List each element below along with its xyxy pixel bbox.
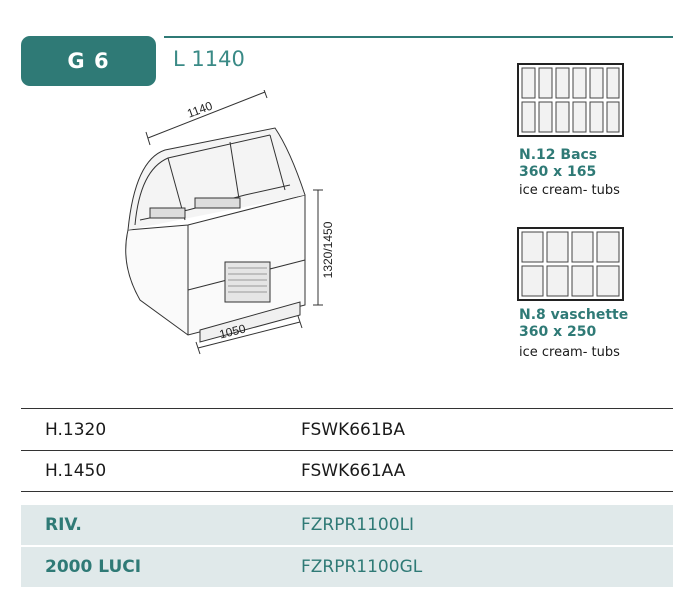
display-case-drawing: 1140 1050 1320/1450 <box>125 90 335 355</box>
option-code: FZRPR1100LI <box>301 515 415 535</box>
table-rule <box>21 450 673 451</box>
height-label: H.1320 <box>45 420 107 440</box>
tubs-12-icon <box>517 63 624 137</box>
tubs-8-icon <box>517 227 624 301</box>
tubs-8-title: N.8 vaschette <box>519 307 629 323</box>
width-dimension-line <box>147 91 266 139</box>
product-code: FSWK661BA <box>301 420 405 440</box>
table-rule <box>21 491 673 492</box>
length-label: L 1140 <box>173 47 245 71</box>
table-row: H.1450 FSWK661AA <box>21 451 673 491</box>
tubs-12-desc: ice cream- tubs <box>519 183 620 198</box>
model-label: G 6 <box>67 49 110 73</box>
table-row: H.1320 FSWK661BA <box>21 410 673 450</box>
option-row: 2000 LUCI FZRPR1100GL <box>21 547 673 587</box>
option-label: 2000 LUCI <box>45 557 142 577</box>
header-divider <box>164 36 673 38</box>
tubs-12-size: 360 x 165 <box>519 164 597 180</box>
tubs-12-title: N.12 Bacs <box>519 147 598 163</box>
model-badge: G 6 <box>21 36 156 86</box>
height-label: H.1450 <box>45 461 107 481</box>
depth-dimension-label: 1050 <box>218 321 248 341</box>
option-label: RIV. <box>45 515 82 535</box>
table-rule-top <box>21 408 673 409</box>
tubs-8-desc: ice cream- tubs <box>519 345 620 360</box>
height-dimension-label: 1320/1450 <box>321 221 335 278</box>
tubs-8-size: 360 x 250 <box>519 324 597 340</box>
option-row: RIV. FZRPR1100LI <box>21 505 673 545</box>
product-code: FSWK661AA <box>301 461 406 481</box>
option-code: FZRPR1100GL <box>301 557 423 577</box>
depth-dimension-line <box>197 321 301 349</box>
